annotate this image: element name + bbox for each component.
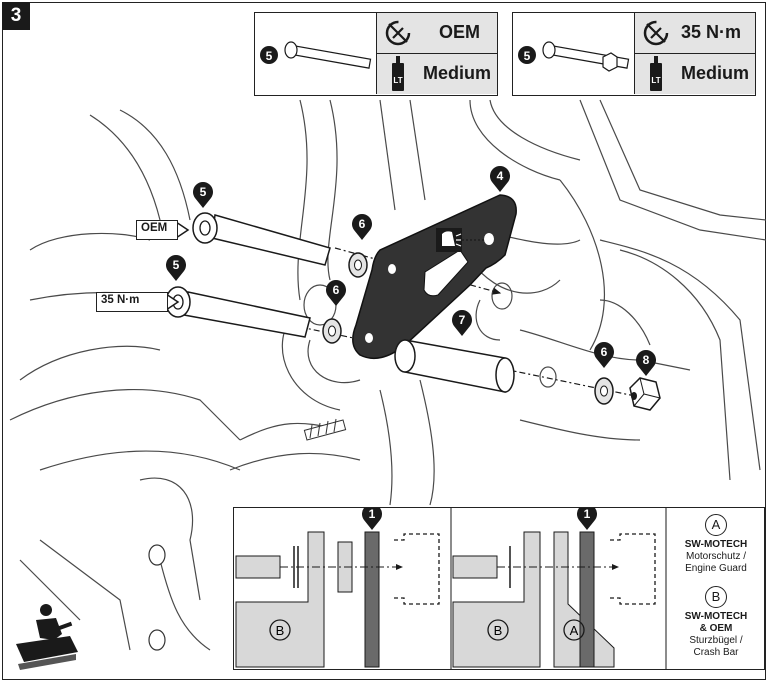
threadlock-cell: LT Medium [634, 54, 755, 94]
washer-upper [348, 252, 368, 278]
threadlock-bottle-icon: LT [650, 56, 662, 91]
spec-box-oem: 5 OEM LT Medium [254, 12, 498, 96]
legend-letter-b: B [705, 586, 727, 608]
torque-callout: 35 N·m [96, 292, 168, 312]
legend-b-brand1: SW-MOTECH [684, 611, 748, 622]
section-letter-b: B [276, 623, 285, 638]
legend-a-brand: SW-MOTECH [684, 539, 748, 550]
cross-section-engine-guard-only: B 1 [235, 508, 440, 668]
torque-cell: OEM [376, 13, 497, 54]
spec-box-35nm: 5 35 N·m LT Medium [512, 12, 756, 96]
mechanic-person-icon [16, 604, 78, 670]
bracket-part [352, 194, 517, 360]
legend-letter-a: A [705, 514, 727, 536]
cross-section-crash-bar-and-oem: B A 1 [452, 508, 656, 668]
torque-value: 35 N·m [681, 22, 742, 42]
bolt-with-nut-thumbnail: 5 [518, 41, 630, 72]
detail-marker-right: 1 [584, 508, 591, 521]
legend-crash-bar: B SW-MOTECH & OEM Sturzbügel / Crash Bar [668, 586, 764, 659]
figure-frame [2, 2, 766, 680]
legend-b-brand2: & OEM [699, 623, 733, 634]
threadlock-cell: LT Medium [376, 54, 497, 94]
legend-b-line2: Crash Bar [693, 647, 739, 658]
legend-a-line2: Engine Guard [685, 563, 747, 574]
svg-text:LT: LT [651, 76, 660, 85]
motorcycle-frame-lineart [9, 99, 767, 651]
section-letter-b: B [494, 623, 503, 638]
spec-part-marker: 5 [266, 49, 273, 63]
svg-text:LT: LT [393, 76, 402, 85]
torque-cell: 35 N·m [634, 13, 755, 54]
legend-engine-guard: A SW-MOTECH Motorschutz / Engine Guard [668, 514, 764, 575]
hex-nut [629, 377, 661, 411]
legend-b-line1: Sturzbügel / [689, 635, 743, 646]
threaded-stud [303, 418, 347, 441]
detail-inset: B 1 B A 1 A SW-MOTECH Motorschutz / Engi… [233, 507, 765, 670]
bolt-thumbnail: 5 [260, 41, 372, 69]
washer-lower [322, 318, 342, 344]
section-letter-a: A [570, 623, 579, 638]
washer-right [594, 377, 614, 405]
spec-part-marker: 5 [524, 49, 531, 63]
oem-callout: OEM [136, 220, 178, 240]
legend-a-line1: Motorschutz / [685, 551, 747, 562]
detail-marker-left: 1 [369, 508, 376, 521]
torque-wrench-icon [385, 20, 411, 46]
step-number-badge: 3 [2, 2, 30, 30]
flashlight-icon [436, 228, 486, 252]
spacer-tube [394, 339, 515, 393]
torque-wrench-icon [643, 20, 669, 46]
threadlock-strength: Medium [681, 63, 750, 83]
bolt-upper [192, 212, 331, 266]
cross-section-diagrams: B 1 B A 1 [235, 508, 667, 669]
torque-value: OEM [439, 22, 481, 42]
frame-holes [148, 544, 166, 651]
threadlock-strength: Medium [423, 63, 492, 83]
threadlock-bottle-icon: LT [392, 56, 404, 91]
